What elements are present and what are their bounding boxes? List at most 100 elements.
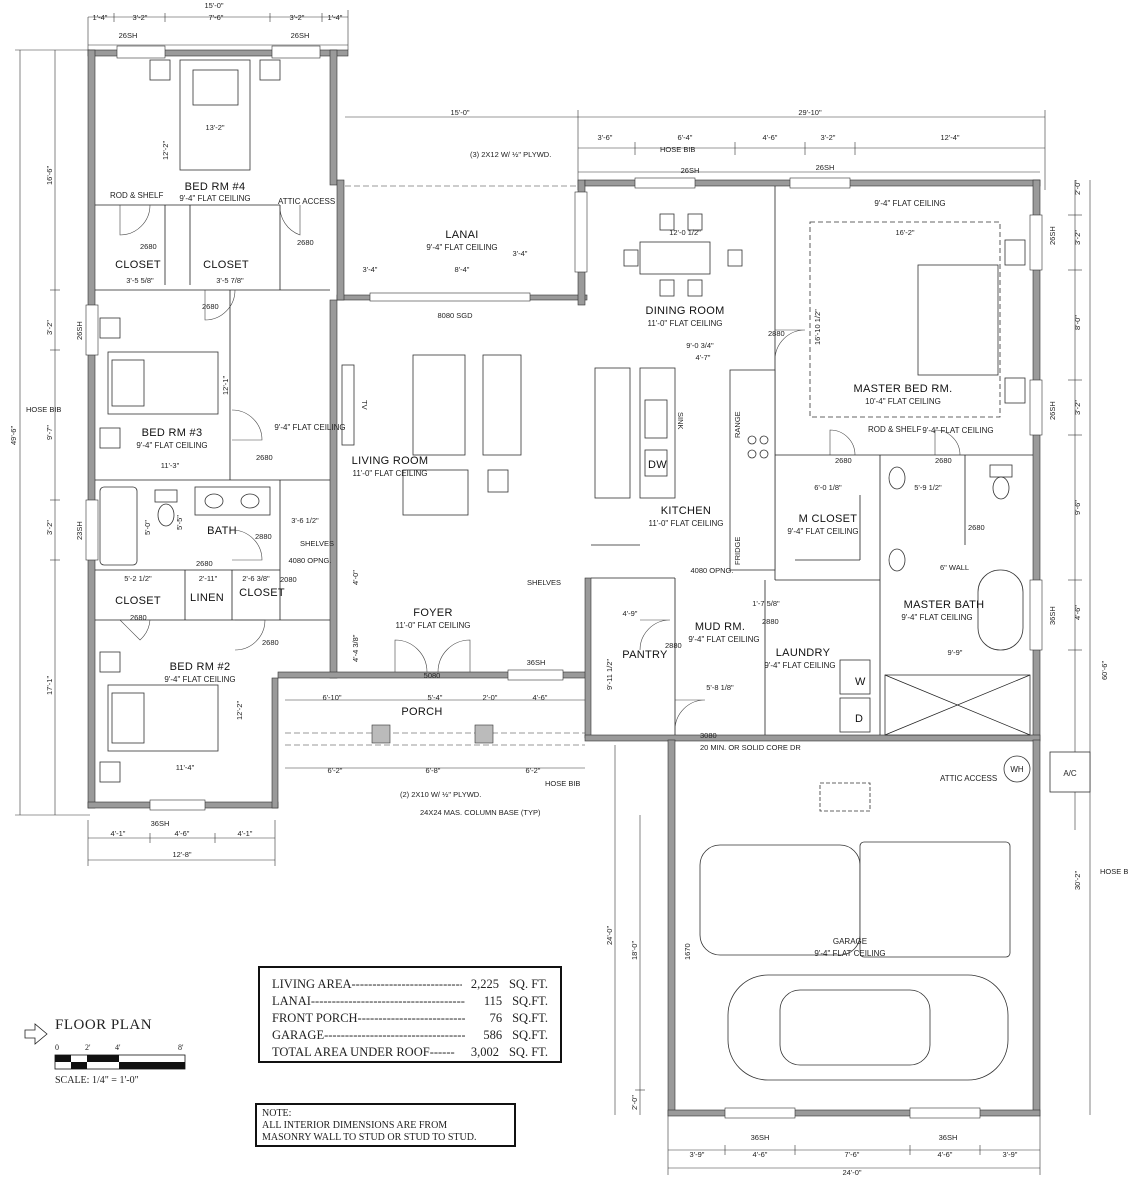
dim-lanai-l: 3'-4" <box>363 265 378 274</box>
door-2880-4: 2880 <box>665 641 682 650</box>
dw-label: DW <box>648 459 667 471</box>
sink-label: SINK <box>676 412 685 430</box>
area-label: LIVING AREA-----------------------------… <box>272 977 462 991</box>
tv-label: TV <box>360 400 369 410</box>
dim-porch2: 5'-4" <box>428 693 443 702</box>
dim-r2: 6'-4" <box>678 133 693 142</box>
dimension-text: 15'-0" 1'-4" 3'-2" 7'-6" 3'-2" 1'-4" 26S… <box>9 1 1129 1177</box>
hose-bib-left: HOSE BIB <box>26 405 61 414</box>
dim-garage-h: 24'-0" <box>605 926 614 945</box>
win-36sh-5: 36SH <box>527 658 546 667</box>
area-label: FRONT PORCH-----------------------------… <box>272 1011 465 1025</box>
dim-left-total: 49'-6" <box>9 426 18 445</box>
dim-r4: 3'-2" <box>821 133 836 142</box>
door-3080: 3080 <box>700 731 717 740</box>
win-36sh-4: 36SH <box>939 1133 958 1142</box>
door-2080: 2080 <box>280 575 297 584</box>
dim-gh2: 18'-0" <box>630 941 639 960</box>
room-porch: PORCH <box>401 706 442 718</box>
dim-fr4: 3'-2" <box>1073 400 1082 415</box>
rod-shelf-2: ROD & SHELF <box>868 425 921 434</box>
dim-g3: 7'-6" <box>845 1150 860 1159</box>
room-linen: LINEN <box>190 592 224 604</box>
win-26sh-2: 26SH <box>291 31 310 40</box>
dim-g4: 4'-6" <box>938 1150 953 1159</box>
dim-t5: 1'-4" <box>328 13 343 22</box>
door-2680-5: 2680 <box>196 559 213 568</box>
dim-porch1: 6'-10" <box>322 693 341 702</box>
attic-access-1: ATTIC ACCESS <box>278 197 335 206</box>
dim-bl3: 4'-1" <box>238 829 253 838</box>
area-label: TOTAL AREA UNDER ROOF------ <box>272 1045 455 1059</box>
dim-bath3: 2'-6 3/8" <box>242 574 270 583</box>
room-mud: MUD RM. <box>695 621 745 633</box>
room-dining-ceiling: 11'-0" FLAT CEILING <box>647 319 722 328</box>
dim-mud2: 5'-8 1/8" <box>706 683 734 692</box>
scale-2: 2' <box>85 1043 91 1052</box>
dim-bed4-h: 12'-2" <box>161 141 170 160</box>
dim-kitchen-w2: 4'-7" <box>696 353 711 362</box>
area-unit: SQ. FT. <box>508 977 548 991</box>
room-m-closet: M CLOSET <box>799 513 858 525</box>
water-heater: WH <box>1010 765 1024 774</box>
room-living-ceiling: 11'-0" FLAT CEILING <box>352 469 427 478</box>
room-master-bath-ceiling: 9'-4" FLAT CEILING <box>901 613 972 622</box>
dimension-lines <box>15 10 1091 1175</box>
room-kitchen: KITCHEN <box>661 505 711 517</box>
dim-bath5: 5'-0" <box>143 520 152 535</box>
shelves-label-2: SHELVES <box>300 539 334 548</box>
dim-lanai-in: 8'-4" <box>455 265 470 274</box>
scale-8: 8' <box>178 1043 184 1052</box>
door-2880-1: 2880 <box>255 532 272 541</box>
windows <box>85 45 1043 1119</box>
dim-fr1: 2'-0" <box>1073 180 1082 195</box>
room-bed3-ceiling: 9'-4" FLAT CEILING <box>136 441 207 450</box>
area-row-porch: FRONT PORCH-----------------------------… <box>272 1010 548 1027</box>
room-kitchen-ceiling: 11'-0" FLAT CEILING <box>648 519 723 528</box>
dim-bed3-w: 11'-3" <box>161 461 180 470</box>
dim-g1: 3'-9" <box>690 1150 705 1159</box>
area-row-lanai: LANAI-----------------------------------… <box>272 993 548 1010</box>
win-26sh-5: 26SH <box>75 321 84 340</box>
dim-porch4: 4'-6" <box>533 693 548 702</box>
dim-t2: 3'-2" <box>133 13 148 22</box>
win-36sh-3: 36SH <box>751 1133 770 1142</box>
area-value: 3,002 <box>470 1045 499 1059</box>
dim-fr7: 30'-2" <box>1073 871 1082 890</box>
win-36sh-2: 36SH <box>151 819 170 828</box>
attic-access-2: ATTIC ACCESS <box>940 774 997 783</box>
closet-label-1: CLOSET <box>115 259 161 271</box>
note-title: NOTE: <box>262 1108 292 1119</box>
room-master-bath: MASTER BATH <box>904 599 985 611</box>
door-2680-7: 2680 <box>262 638 279 647</box>
hose-bib-porch: HOSE BIB <box>545 779 580 788</box>
door-2680-3: 2680 <box>202 302 219 311</box>
closet-label-4: CLOSET <box>239 587 285 599</box>
dim-gh3: 2'-0" <box>630 1095 639 1110</box>
door-2680-8: 2680 <box>835 456 852 465</box>
dim-bath4: 3'-6 1/2" <box>291 516 319 525</box>
area-unit: SQ.FT. <box>512 994 548 1008</box>
area-row-garage: GARAGE----------------------------------… <box>272 1027 548 1044</box>
room-foyer-ceiling: 11'-0" FLAT CEILING <box>395 621 470 630</box>
dim-1670: 1670 <box>683 943 692 960</box>
door-2680-1: 2680 <box>140 242 157 251</box>
closet-label-2: CLOSET <box>203 259 249 271</box>
dim-bath2: 2'-11" <box>199 574 218 583</box>
hose-bib-top: HOSE BIB <box>660 145 695 154</box>
fridge-label: FRIDGE <box>733 537 742 565</box>
dim-l5: 17'-1" <box>45 676 54 695</box>
dim-fr6: 4'-6" <box>1073 605 1082 620</box>
room-laundry: LAUNDRY <box>776 647 831 659</box>
dim-bath1: 5'-2 1/2" <box>124 574 152 583</box>
dim-bath6: 5'-5" <box>175 515 184 530</box>
opening-2: 4080 OPNG. <box>691 566 734 575</box>
scale-text: SCALE: 1/4" = 1'-0" <box>55 1075 139 1086</box>
dim-kitchen-w: 9'-0 3/4" <box>686 341 714 350</box>
area-row-total: TOTAL AREA UNDER ROOF------ 3,002 SQ. FT… <box>272 1044 548 1061</box>
dim-r3: 4'-6" <box>763 133 778 142</box>
dim-l2: 3'-2" <box>45 320 54 335</box>
dim-bl-total: 12'-8" <box>172 850 191 859</box>
area-value: 115 <box>483 994 503 1008</box>
dim-porch7: 6'-2" <box>526 766 541 775</box>
